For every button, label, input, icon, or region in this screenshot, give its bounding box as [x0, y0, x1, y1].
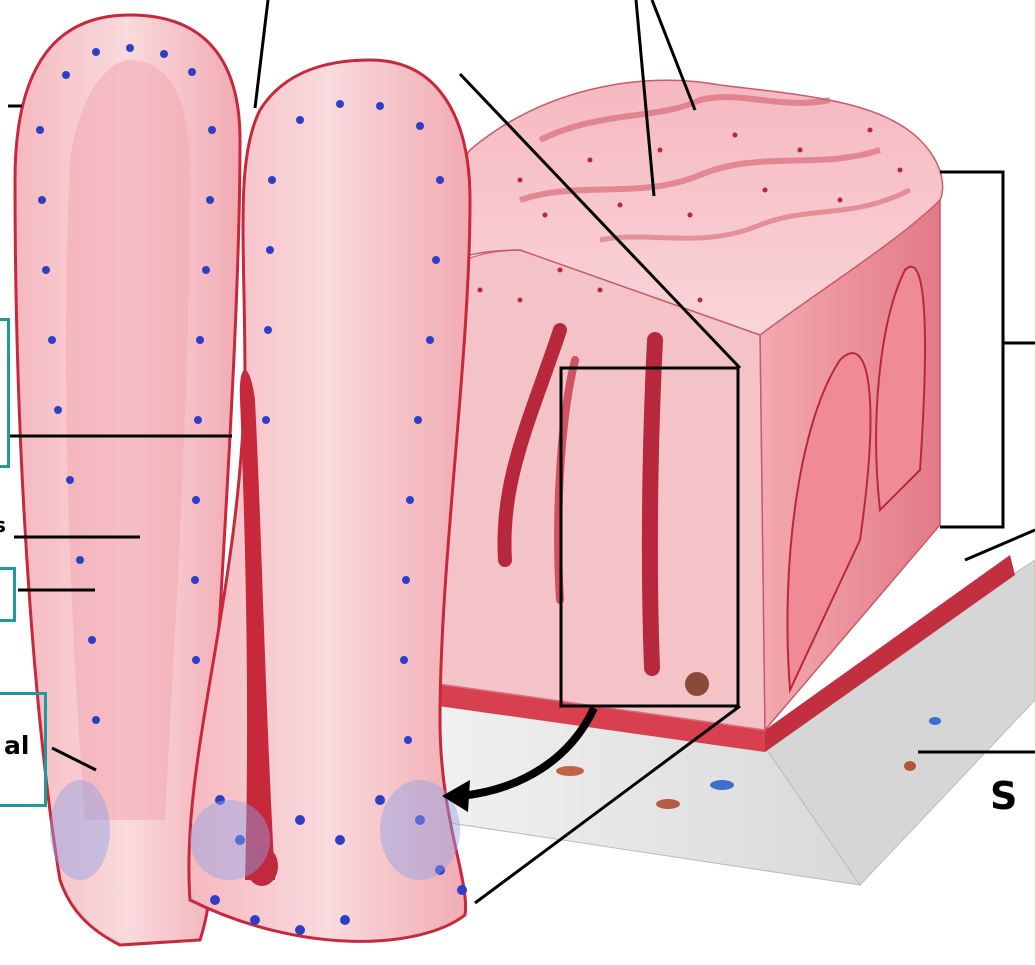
vessel-blue [929, 717, 941, 725]
label-cut-text: s [0, 515, 6, 535]
label-submucosa-text: S [990, 777, 1017, 815]
leader-line-right-top [965, 530, 1035, 560]
label-box-lacteal[interactable] [0, 318, 10, 468]
vessel-blue [710, 780, 734, 790]
vessel-red [656, 799, 680, 809]
mucosa-bracket [940, 172, 1035, 527]
leader-line-top-left [255, 0, 268, 108]
vessel-red [904, 761, 916, 771]
lymph-nodule [685, 672, 709, 696]
crypt [650, 340, 655, 668]
label-box-cell-right[interactable] [0, 567, 16, 622]
mucosa-block [405, 80, 1035, 885]
label-crypt-text: al [4, 733, 29, 758]
vessel-red [556, 766, 584, 776]
